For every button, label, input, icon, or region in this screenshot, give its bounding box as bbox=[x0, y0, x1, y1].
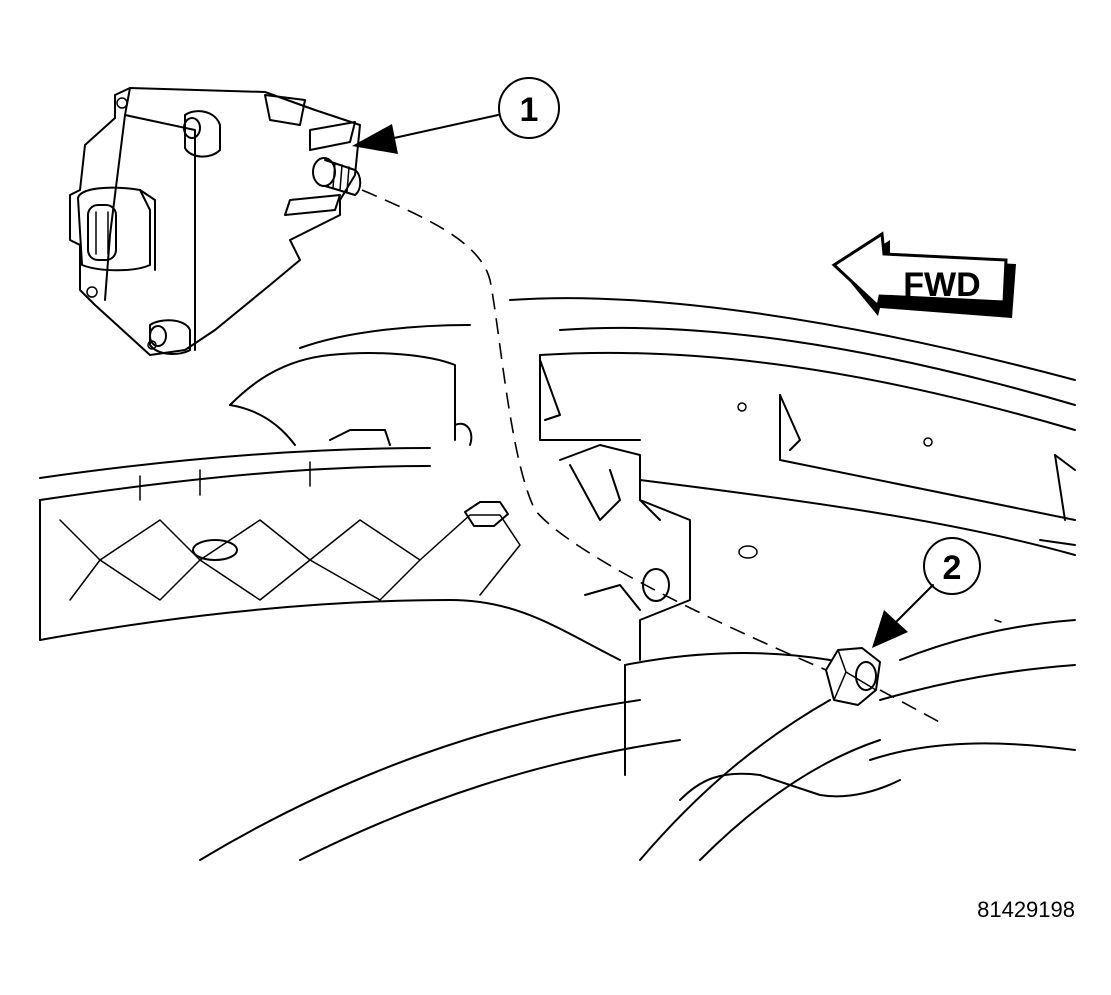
forward-direction-indicator: FWD bbox=[831, 231, 1016, 318]
callout-1: 1 bbox=[352, 77, 560, 154]
callout-1-arrow-icon bbox=[352, 124, 398, 154]
figure-id: 81429198 bbox=[977, 897, 1075, 922]
mounting-nut bbox=[825, 647, 881, 706]
fwd-arrow-icon bbox=[831, 231, 1008, 309]
actuator-module bbox=[69, 87, 362, 356]
callout-1-number: 1 bbox=[520, 91, 539, 129]
callout-2-number: 2 bbox=[943, 549, 962, 587]
callout-2-arrow-icon bbox=[872, 610, 908, 648]
fwd-label: FWD bbox=[903, 266, 980, 304]
callout-2: 2 bbox=[872, 537, 981, 648]
vehicle-structure bbox=[39, 297, 1076, 861]
alignment-lines bbox=[361, 189, 946, 726]
